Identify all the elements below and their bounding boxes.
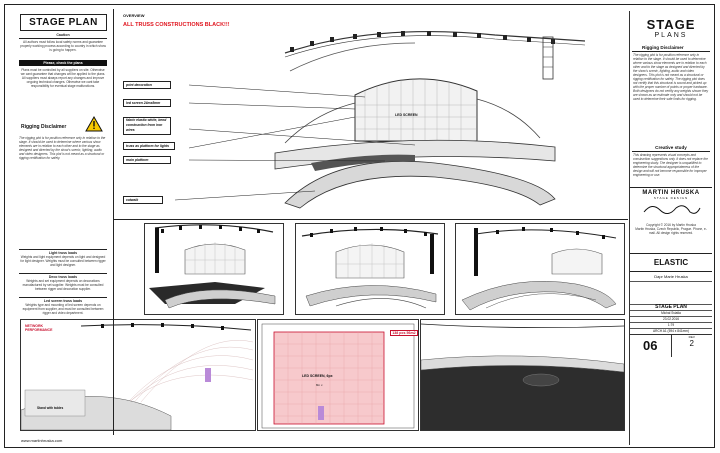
view-1-drawing xyxy=(149,224,276,309)
client-name: Dapr Marie Hruska xyxy=(654,274,688,279)
tb-date: 23.02.2016 xyxy=(630,316,712,322)
project-name: ELASTIC xyxy=(653,258,689,267)
tb-sheet-number-row: 06 REV 2 xyxy=(630,334,712,357)
bottom-view-center: LED SCREEN, 6px 8m x 138 pcs 56m2 xyxy=(257,319,419,431)
brand-name: MARTIN HRUSKA xyxy=(642,190,700,196)
stage-count-label: 138 pcs 56m2 xyxy=(390,330,418,336)
rigging-text: The rigging plot is for position referen… xyxy=(19,136,106,160)
led-truss-title: Led screen truss loads xyxy=(43,299,83,303)
signature-logo xyxy=(643,205,701,214)
mid-divider xyxy=(113,219,628,220)
right-rigging-title: Rigging Disclaimer xyxy=(642,45,684,50)
creative-study-title: Creative study xyxy=(655,145,687,150)
tb-sheet-title: STAGE PLAN xyxy=(630,304,712,310)
light-rule xyxy=(19,249,107,250)
copyright: Copyright © 2016 by Martin Hruska xyxy=(646,223,696,227)
deco-rule xyxy=(19,273,107,274)
scale-note: 8m x xyxy=(316,383,323,387)
led-rule xyxy=(19,297,107,298)
overview-drawing xyxy=(174,30,586,209)
address-block: Martin Hruska, Czech Republic, Prague. P… xyxy=(635,227,707,235)
left-divider xyxy=(113,9,114,435)
view-panel-3 xyxy=(455,223,625,315)
brand-sub: STAGE DESIGN xyxy=(653,196,689,200)
website-link[interactable]: www.martinhruska.com xyxy=(21,438,63,443)
rev-number: 2 xyxy=(689,339,694,348)
caution-rule xyxy=(19,38,107,39)
view-3-drawing xyxy=(461,227,617,311)
creative-rule xyxy=(632,151,710,152)
overview-label: OVERVIEW xyxy=(123,13,145,18)
light-truss-text: Weights and light equipment depends on l… xyxy=(20,255,106,267)
network-performance-label: NETWORK PERFORMANCE xyxy=(25,324,53,332)
warning-triangle-icon xyxy=(85,116,103,132)
callout-fabric: fabric elastic white, bend construction … xyxy=(123,117,171,135)
bottom-view-left: NETWORK PERFORMANCE Stand with tables xyxy=(20,319,256,431)
client-rule xyxy=(630,271,712,272)
rev-label: REV xyxy=(688,335,695,339)
project-rule xyxy=(630,253,712,254)
deco-truss-text: Weights and set equipment depends on dec… xyxy=(22,279,104,291)
bottom-center-drawing xyxy=(261,323,415,429)
rigging-header: Rigging Disclaimer xyxy=(19,116,107,136)
led-screen-label: LED SCREEN xyxy=(395,113,418,117)
view-panel-2 xyxy=(295,223,445,315)
logo-plans: PLANS xyxy=(654,32,688,39)
caution-text: All authors must follow local safety nor… xyxy=(20,40,106,52)
led-truss-text: Weights type and mounting of led screen … xyxy=(22,303,104,315)
callout-catwalk: catwalk xyxy=(123,196,163,204)
deco-truss-title: Deco truss loads xyxy=(48,275,78,279)
tb-empty-row xyxy=(630,281,712,304)
left-notes-column: Caution All authors must follow local sa… xyxy=(19,33,107,319)
view-panel-1 xyxy=(144,223,284,315)
caution-title: Caution xyxy=(56,33,70,37)
rigging-title: Rigging Disclaimer xyxy=(21,124,67,130)
check-plans-text: Plans must be controlled by all supplier… xyxy=(20,68,106,88)
light-truss-title: Light truss loads xyxy=(48,251,78,255)
rev-cell: REV 2 xyxy=(672,335,713,357)
callout-main-platform: main platform xyxy=(123,156,171,164)
sheet-title: STAGE PLAN xyxy=(20,14,107,31)
title-block: STAGE PLANS Rigging Disclaimer The riggi… xyxy=(629,11,712,445)
bottom-view-right xyxy=(420,319,625,431)
tb-paper: ARCH A1 (594 x 841mm) xyxy=(630,328,712,334)
bottom-right-drawing xyxy=(420,323,625,430)
creative-study-text: This drawing represents visual concepts … xyxy=(633,153,708,177)
right-rigging-rule xyxy=(632,51,710,52)
callout-truss-platform: truss as platform for lights xyxy=(123,142,175,150)
view-2-drawing xyxy=(301,227,439,309)
logo-stage: STAGE xyxy=(646,17,696,32)
drawing-sheet: STAGE PLAN OVERVIEW ALL TRUSS CONSTRUCTI… xyxy=(4,4,715,448)
callout-print-decoration: print decoration xyxy=(123,81,171,89)
right-rigging-text: The rigging plot is for position referen… xyxy=(633,53,709,101)
callout-led-screen-size: led screen 24mx8mm xyxy=(123,99,171,107)
tb-scale: 1:79 xyxy=(630,322,712,328)
brand-rule xyxy=(630,187,712,188)
tb-drawn-by: Michal Sviatla xyxy=(630,310,712,316)
sheet-number: 06 xyxy=(630,335,672,357)
led-screen-6px-label: LED SCREEN, 6px xyxy=(302,374,333,378)
bottom-left-drawing xyxy=(20,323,254,431)
check-plans-bar: Please, check the plans xyxy=(19,60,107,66)
truss-warning: ALL TRUSS CONSTRUCTIONS BLACK!!! xyxy=(123,22,230,28)
stand-with-tables-label: Stand with tables xyxy=(37,406,64,410)
